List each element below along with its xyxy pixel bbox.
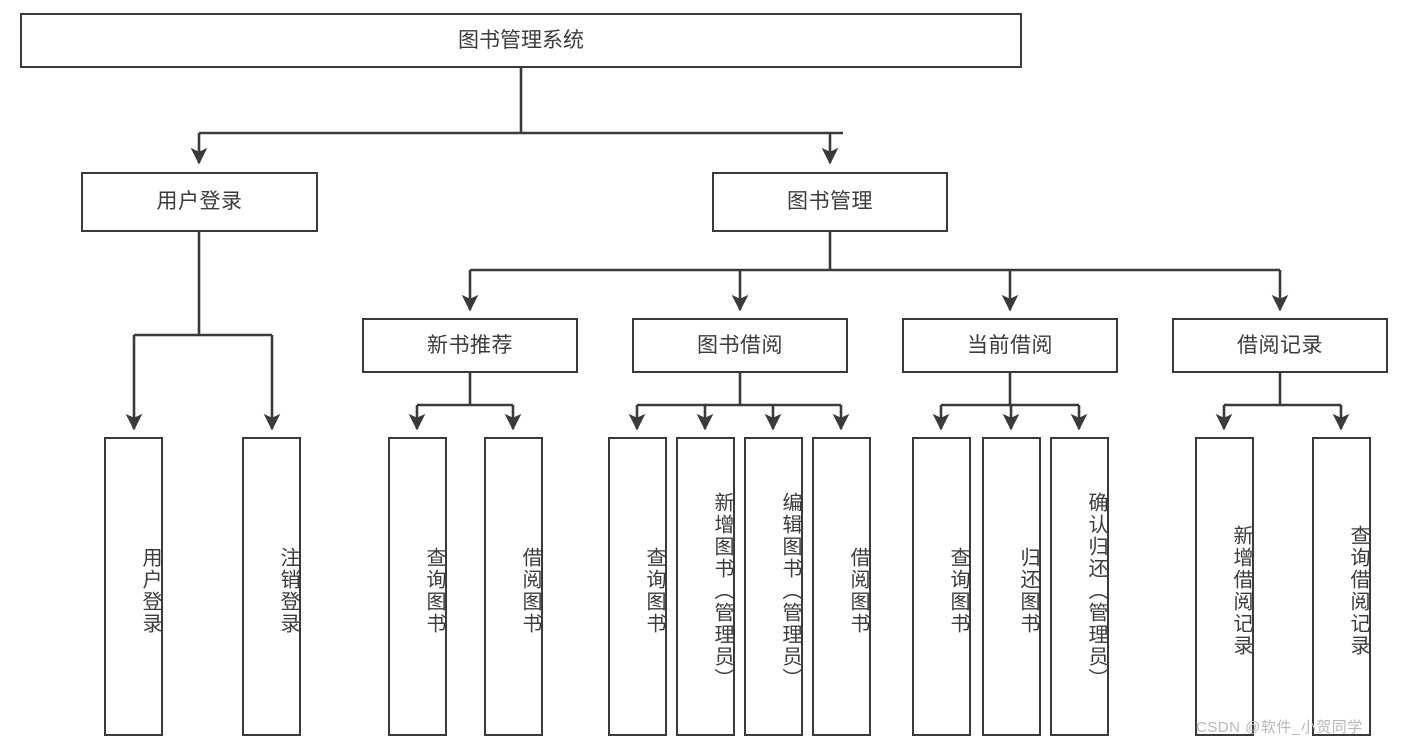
- leaf-user-login[interactable]: 用户登录: [104, 437, 163, 736]
- leaf-query-record-label: 查询借阅记录: [1347, 524, 1369, 657]
- node-root-label: 图书管理系统: [458, 28, 584, 52]
- leaf-query-book-borrow[interactable]: 查询图书: [608, 437, 667, 736]
- leaf-borrow-book-label: 借阅图书: [847, 546, 869, 635]
- leaf-query-record[interactable]: 查询借阅记录: [1312, 437, 1371, 736]
- node-new-book-rec-label: 新书推荐: [427, 333, 513, 357]
- node-book-manage-label: 图书管理: [787, 190, 873, 214]
- leaf-logout[interactable]: 注销登录: [242, 437, 301, 736]
- leaf-confirm-return-label: 确认归还（管理员）: [1085, 491, 1107, 690]
- node-root[interactable]: 图书管理系统: [20, 13, 1022, 68]
- node-current-borrow-label: 当前借阅: [967, 333, 1053, 357]
- node-borrow-record-label: 借阅记录: [1237, 333, 1323, 357]
- node-current-borrow[interactable]: 当前借阅: [902, 318, 1118, 373]
- node-new-book-rec[interactable]: 新书推荐: [362, 318, 578, 373]
- leaf-add-book[interactable]: 新增图书（管理员）: [676, 437, 735, 736]
- node-user-login-label: 用户登录: [156, 190, 243, 214]
- node-user-login[interactable]: 用户登录: [81, 172, 318, 232]
- leaf-query-book-cur-label: 查询图书: [947, 546, 969, 635]
- leaf-add-record[interactable]: 新增借阅记录: [1195, 437, 1254, 736]
- leaf-return-book-label: 归还图书: [1017, 546, 1039, 635]
- leaf-borrow-book[interactable]: 借阅图书: [812, 437, 871, 736]
- leaf-add-record-label: 新增借阅记录: [1230, 524, 1252, 657]
- leaf-edit-book[interactable]: 编辑图书（管理员）: [744, 437, 803, 736]
- leaf-edit-book-label: 编辑图书（管理员）: [779, 491, 801, 690]
- leaf-borrow-book-rec[interactable]: 借阅图书: [484, 437, 543, 736]
- node-book-borrow[interactable]: 图书借阅: [632, 318, 848, 373]
- leaf-add-book-label: 新增图书（管理员）: [711, 491, 733, 690]
- leaf-return-book[interactable]: 归还图书: [982, 437, 1041, 736]
- leaf-user-login-label: 用户登录: [139, 546, 161, 635]
- leaf-logout-label: 注销登录: [277, 546, 299, 635]
- node-borrow-record[interactable]: 借阅记录: [1172, 318, 1388, 373]
- leaf-query-book-rec-label: 查询图书: [423, 546, 445, 635]
- node-book-borrow-label: 图书借阅: [697, 333, 783, 357]
- leaf-query-book-rec[interactable]: 查询图书: [388, 437, 447, 736]
- leaf-borrow-book-rec-label: 借阅图书: [519, 546, 541, 635]
- leaf-query-book-cur[interactable]: 查询图书: [912, 437, 971, 736]
- node-book-manage[interactable]: 图书管理: [712, 172, 948, 232]
- csdn-watermark: CSDN @软件_小贺同学: [1196, 719, 1363, 736]
- leaf-query-book-borrow-label: 查询图书: [643, 546, 665, 635]
- leaf-confirm-return[interactable]: 确认归还（管理员）: [1050, 437, 1109, 736]
